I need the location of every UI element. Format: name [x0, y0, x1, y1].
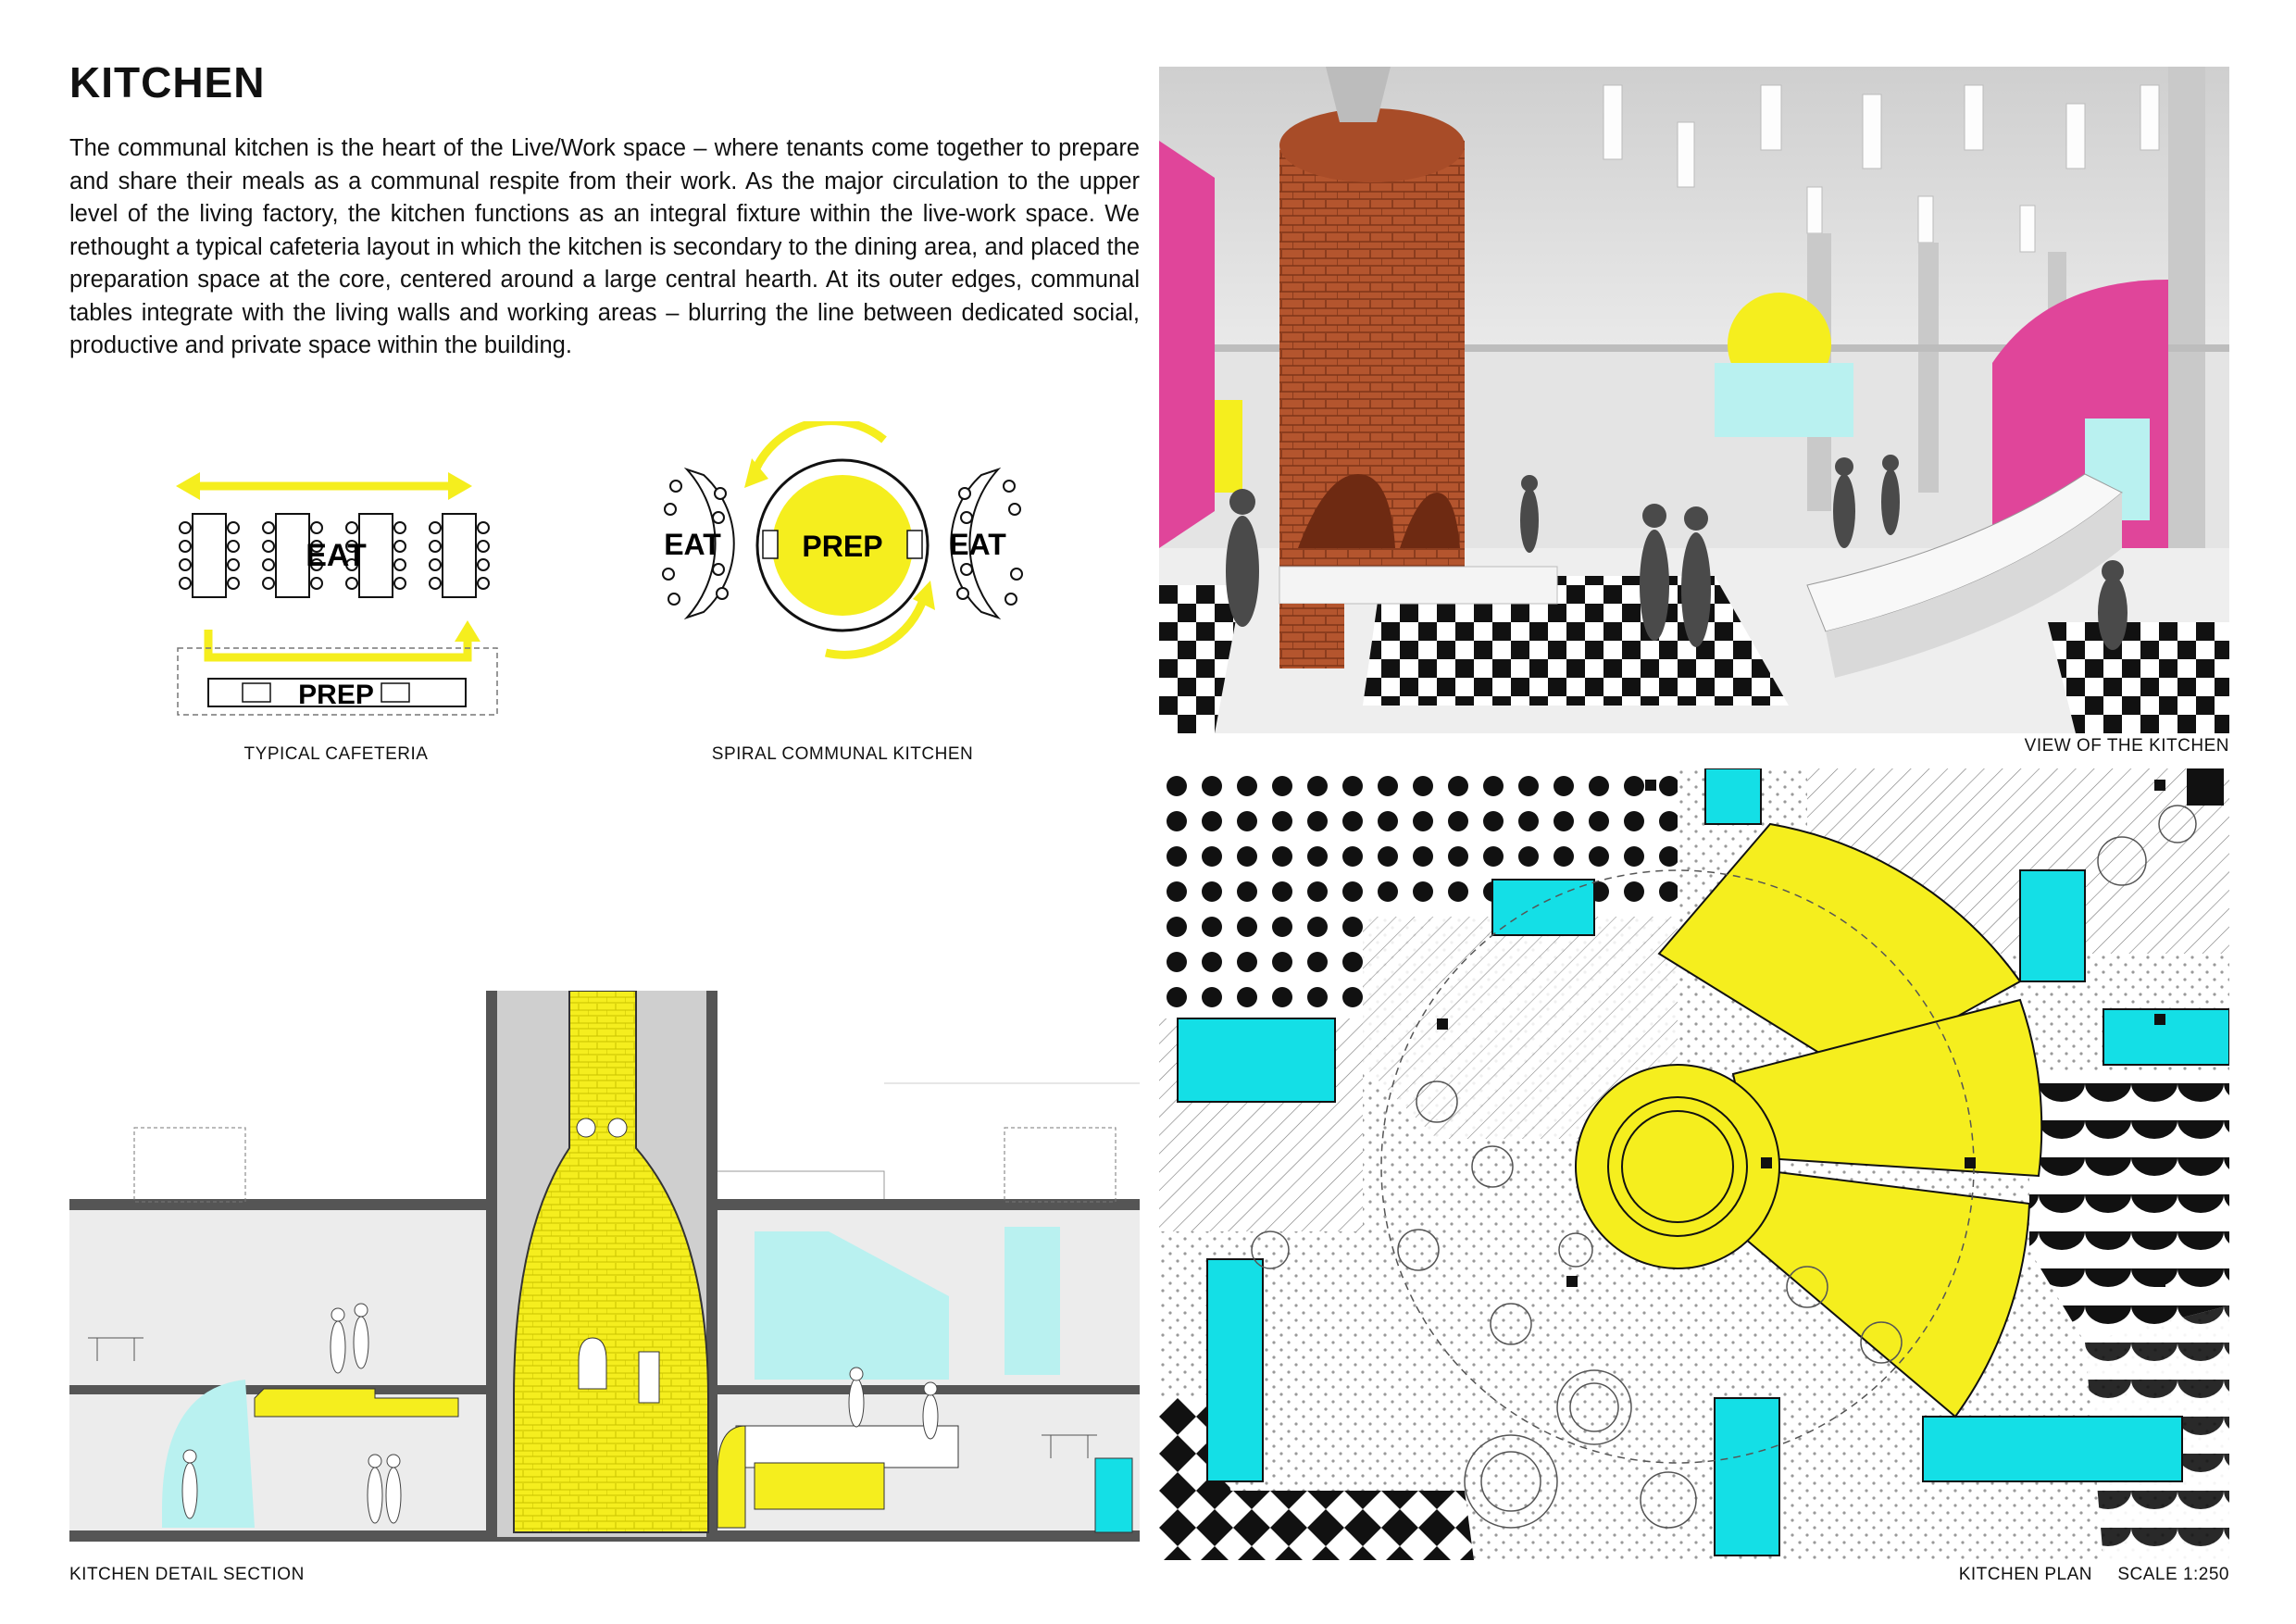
kitchen-plan	[1159, 768, 2229, 1560]
cafeteria-eat-label: EAT	[306, 538, 367, 573]
spiral-caption: SPIRAL COMMUNAL KITCHEN	[711, 744, 974, 764]
section-caption: KITCHEN DETAIL SECTION	[69, 1565, 305, 1584]
plan-scale: SCALE 1:250	[2117, 1565, 2229, 1584]
spiral-kitchen-diagram: PREP EAT EAT	[662, 421, 1023, 659]
plan-caption: KITCHEN PLAN	[1958, 1565, 2092, 1584]
kitchen-view-rendering	[1159, 67, 2229, 733]
spiral-prep-label: PREP	[802, 530, 882, 563]
view-caption: VIEW OF THE KITCHEN	[2024, 736, 2229, 756]
cafeteria-caption: TYPICAL CAFETERIA	[243, 744, 429, 764]
intro-paragraph: The communal kitchen is the heart of the…	[69, 135, 1140, 358]
typical-cafeteria-diagram: EAT PREP	[176, 472, 498, 716]
spiral-eat-right-label: EAT	[949, 528, 1006, 561]
page-title: KITCHEN	[69, 58, 266, 106]
kitchen-detail-section	[69, 991, 1140, 1542]
cafeteria-prep-label: PREP	[298, 680, 374, 710]
spiral-eat-left-label: EAT	[664, 528, 721, 561]
